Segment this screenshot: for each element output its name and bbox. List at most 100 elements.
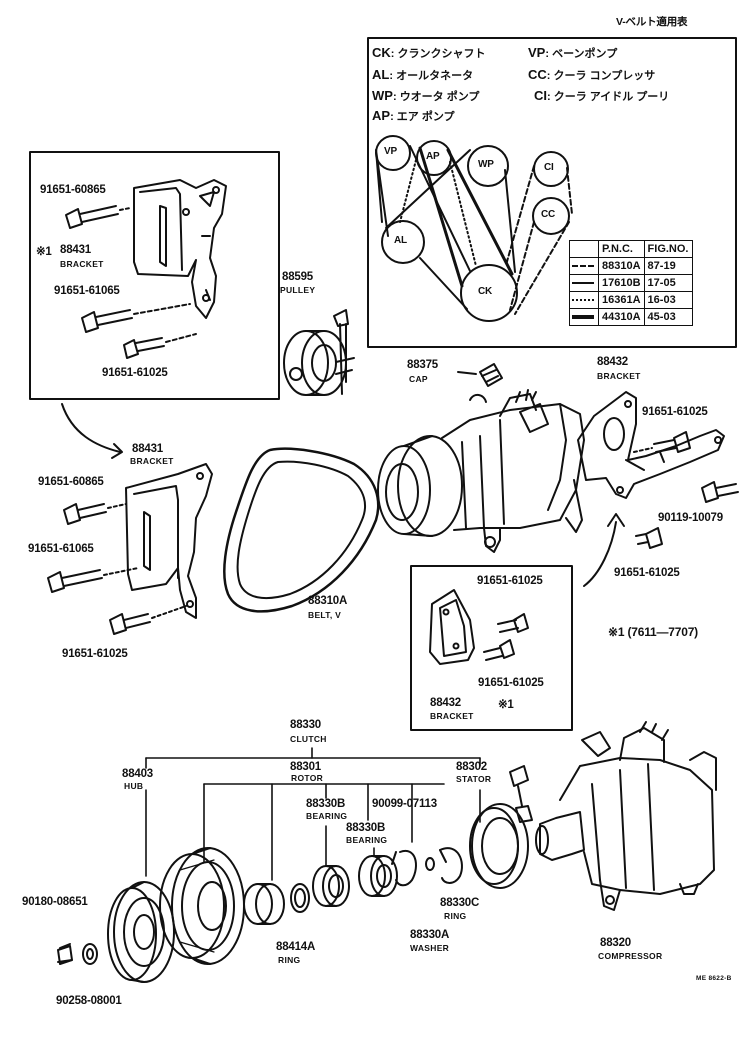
- bolt-inset-right-low: [483, 639, 515, 661]
- inset-right-bolt-bottom-label: 91651-61025: [478, 677, 544, 689]
- belt-table-title: V-ベルト適用表: [616, 16, 688, 28]
- belt-pn: 88310A: [308, 595, 348, 607]
- pnc-row: 88310A 87-19: [569, 257, 693, 275]
- line-style-solid: [569, 274, 599, 292]
- bolt-right-low-label: 91651-61025: [614, 567, 680, 579]
- legend-desc: クーラ コンプレッサ: [553, 70, 656, 82]
- applicability-note: ※1 (7611—7707): [608, 625, 698, 639]
- legend-row-ap: AP: エア ポンプ: [372, 108, 455, 124]
- legend-sep: :: [546, 70, 551, 82]
- washer-name: WASHER: [410, 943, 450, 953]
- rotor-88301: [159, 847, 245, 965]
- inset-right-bracket-pn: 88432: [430, 697, 461, 709]
- rotor-pn: 88301: [290, 761, 321, 773]
- clutch-pn: 88330: [290, 719, 321, 731]
- arrow-inset-to-bracket: [61, 403, 121, 453]
- arrowhead-left: [111, 443, 123, 459]
- pulley-name: PULLEY: [280, 285, 316, 295]
- bolt-main-mid: [47, 567, 139, 593]
- legend-code: AP: [372, 108, 391, 123]
- spacer-ring: [243, 883, 285, 925]
- clutch-tree-lines: [145, 747, 481, 881]
- line-style-dash: [569, 257, 599, 275]
- bolt-right-top-label: 91651-61025: [642, 406, 708, 418]
- main-bolt-mid-label: 91651-61065: [28, 543, 94, 555]
- cap-88375: [457, 363, 503, 387]
- hub-88403: [107, 881, 175, 983]
- legend-row-vp: VP: ベーンポンプ: [528, 45, 617, 61]
- legend-row-ck: CK: クランクシャフト: [372, 45, 486, 61]
- legend-sep: :: [547, 91, 551, 103]
- left-inset-box: [29, 151, 280, 400]
- line-style-dot: [569, 291, 599, 309]
- legend-sep: :: [390, 111, 394, 123]
- fig-value: 16-03: [643, 291, 693, 309]
- belt-name: BELT, V: [308, 610, 342, 620]
- pnc-table: P.N.C. FIG.NO. 88310A 87-19 17610B 17-05…: [569, 240, 693, 326]
- legend-code: CC: [528, 67, 547, 82]
- main-bracket-pn: 88431: [132, 443, 163, 455]
- pnc-row: 17610B 17-05: [569, 274, 693, 292]
- compressor-name: COMPRESSOR: [598, 951, 663, 961]
- ring2-pn: 88330C: [440, 897, 480, 909]
- main-bolt-bottom-label: 91651-61025: [62, 648, 128, 660]
- ring1-name: RING: [278, 955, 301, 965]
- pnc-header-blank: [569, 240, 599, 258]
- inset-bolt-bottom-label: 91651-61025: [102, 367, 168, 379]
- bearing-88330b-1: [312, 865, 350, 907]
- pnc-value: 16361A: [598, 291, 645, 309]
- pulley-pn: 88595: [282, 271, 313, 283]
- pnc-value: 88310A: [598, 257, 645, 275]
- legend-code: CK: [372, 45, 391, 60]
- bolt-main-top: [63, 503, 127, 525]
- inset-bolt-mid-label: 91651-61065: [54, 285, 120, 297]
- bracket-88431-inset: [133, 179, 227, 319]
- bearing1-pn: 88330B: [306, 798, 346, 810]
- legend-row-wp: WP: ウオータ ポンプ: [372, 88, 479, 104]
- bolt-right-mid: [701, 481, 739, 503]
- washer-pn: 88330A: [410, 929, 450, 941]
- legend-row-cc: CC: クーラ コンプレッサ: [528, 67, 655, 83]
- arrowhead-right: [607, 513, 625, 527]
- legend-sep: :: [392, 91, 397, 103]
- bracket-right-pn: 88432: [597, 356, 628, 368]
- line-style-thick: [569, 308, 599, 326]
- bolt-inset-low: [123, 333, 197, 359]
- fig-value: 87-19: [643, 257, 693, 275]
- main-bracket-name: BRACKET: [130, 456, 174, 466]
- bracket-88431: [125, 463, 213, 619]
- fig-value: 45-03: [643, 308, 693, 326]
- pnc-row: 16361A 16-03: [569, 291, 693, 309]
- pulley-label-wp: WP: [478, 159, 494, 170]
- cap-pn: 88375: [407, 359, 438, 371]
- legend-desc: エア ポンプ: [396, 111, 455, 123]
- bolt-right-low: [635, 527, 663, 549]
- inset-bracket-name: BRACKET: [60, 259, 104, 269]
- idler-pulley-88595: [283, 309, 355, 396]
- right-inset-box: [410, 565, 573, 731]
- arrow-inset-to-bracket-right: [583, 521, 617, 587]
- bracket-right-name: BRACKET: [597, 371, 641, 381]
- legend-desc: ウオータ ポンプ: [399, 91, 480, 103]
- ring-88330c: [439, 847, 463, 884]
- stator-88302: [469, 765, 533, 889]
- pulley-label-vp: VP: [384, 146, 397, 157]
- bearing-88330b-2: [358, 855, 398, 897]
- nut-90180: [57, 943, 73, 965]
- main-bolt-top-label: 91651-60865: [38, 476, 104, 488]
- bolt-inset-top: [65, 205, 131, 229]
- legend-code: VP: [528, 45, 546, 60]
- bracket-88432: [577, 391, 725, 499]
- inset-right-bolt-top-label: 91651-61025: [477, 575, 543, 587]
- pnc-header-fig: FIG.NO.: [643, 240, 693, 258]
- belt-routing-diagram: [375, 135, 573, 322]
- legend-sep: :: [389, 70, 394, 82]
- bolt-right-top: [633, 431, 691, 453]
- fig-value: 17-05: [643, 274, 693, 292]
- rotor-name: ROTOR: [291, 773, 324, 783]
- compressor-assembly-upper: [377, 389, 585, 553]
- footer-code: ME 8622-B: [696, 975, 732, 982]
- legend-row-ci: CI: クーラ アイドル プーリ: [534, 88, 669, 104]
- part-90180-label: 90180-08651: [22, 896, 88, 908]
